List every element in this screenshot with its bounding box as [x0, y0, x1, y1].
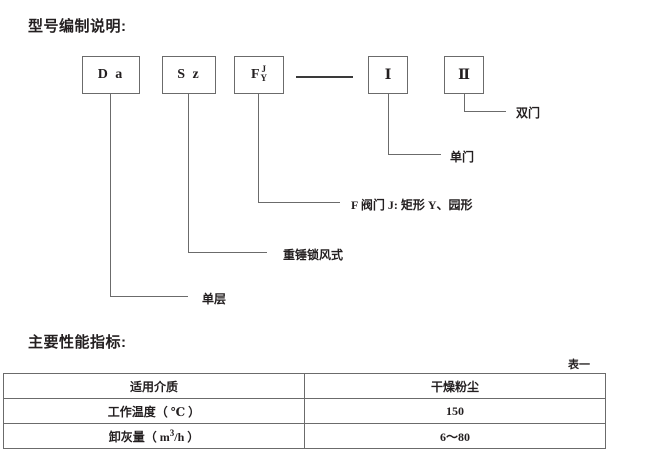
- annotation-valve-shape: F 阀门 J: 矩形 Y、园形: [351, 198, 473, 212]
- code-box-roman-two: Ⅱ: [444, 56, 484, 94]
- performance-table: 适用介质 干燥粉尘 工作温度（ ℃ ） 150 卸灰量（ m3/h ） 6～80: [3, 373, 606, 449]
- annotation-single-layer: 单层: [202, 292, 227, 306]
- leader-stem-double-door: [464, 94, 465, 112]
- annotation-weight-lock: 重锤锁风式: [283, 248, 344, 262]
- performance-heading: 主要性能指标:: [28, 334, 127, 351]
- leader-arm-weight-lock: [188, 252, 267, 253]
- code-box-da: D a: [82, 56, 140, 94]
- code-box-da-label: D a: [97, 67, 125, 82]
- code-box-fjy-upper: J: [261, 64, 267, 75]
- table-caption: 表一: [568, 359, 590, 371]
- table-cell-label-prefix: 卸灰量（ m: [108, 429, 170, 444]
- table-cell-label: 卸灰量（ m3/h ）: [3, 423, 305, 449]
- leader-stem-single-door: [388, 94, 389, 155]
- code-box-sz-label: S z: [177, 67, 201, 82]
- code-box-roman-one: Ⅰ: [368, 56, 408, 94]
- table-cell-value: 6～80: [304, 423, 606, 449]
- table-cell-value: 干燥粉尘: [304, 373, 606, 399]
- code-box-fjy: F J Y: [234, 56, 284, 94]
- table-cell-label-suffix: /h ）: [174, 429, 200, 444]
- annotation-single-door: 单门: [450, 150, 475, 164]
- leader-stem-weight-lock: [188, 94, 189, 253]
- code-box-fjy-main: F: [250, 67, 260, 82]
- table-cell-label: 工作温度（ ℃ ）: [3, 398, 305, 424]
- code-box-roman-two-label: Ⅱ: [458, 67, 470, 83]
- leader-arm-valve-shape: [258, 202, 340, 203]
- table-row: 适用介质 干燥粉尘: [3, 373, 606, 399]
- annotation-double-door: 双门: [516, 106, 541, 120]
- code-box-sz: S z: [162, 56, 216, 94]
- leader-arm-single-layer: [110, 296, 188, 297]
- leader-arm-double-door: [464, 111, 506, 112]
- model-code-heading: 型号编制说明:: [28, 18, 127, 35]
- code-box-roman-one-label: Ⅰ: [384, 67, 392, 83]
- code-box-fjy-content: F J Y: [250, 65, 268, 83]
- leader-stem-single-layer: [110, 94, 111, 297]
- code-box-fjy-stack: J Y: [261, 65, 268, 82]
- connector-dash: [296, 76, 353, 78]
- table-row: 工作温度（ ℃ ） 150: [3, 398, 606, 424]
- table-row: 卸灰量（ m3/h ） 6～80: [3, 423, 606, 449]
- code-box-fjy-lower: Y: [260, 73, 268, 83]
- leader-arm-single-door: [388, 154, 441, 155]
- table-cell-value: 150: [304, 398, 606, 424]
- table-cell-label: 适用介质: [3, 373, 305, 399]
- table-cell-label-superscript: 3: [169, 427, 175, 438]
- leader-stem-valve-shape: [258, 94, 259, 203]
